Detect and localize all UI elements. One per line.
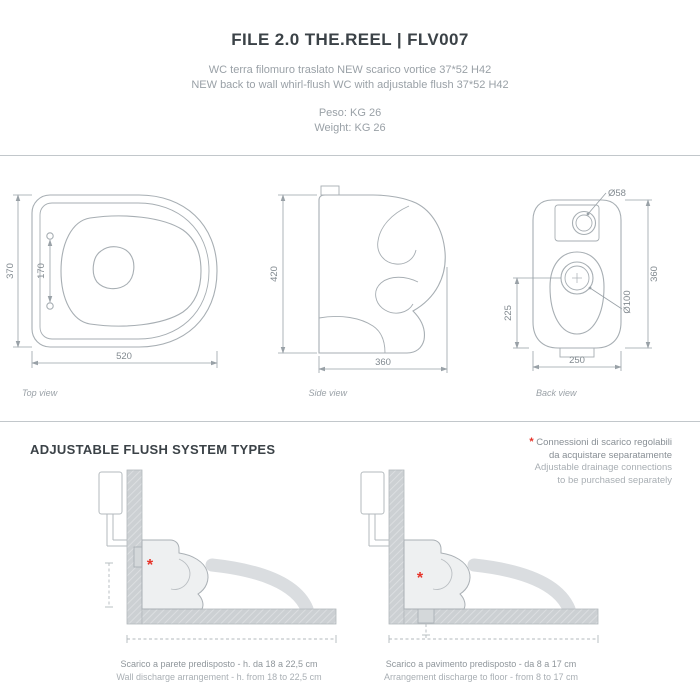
- flush-header-row: ADJUSTABLE FLUSH SYSTEM TYPES * Connessi…: [0, 436, 700, 487]
- note-en-line1: Adjustable drainage connections: [534, 462, 672, 473]
- side-view-label: Side view: [308, 388, 348, 398]
- leader-dot-inlet: [586, 212, 590, 216]
- top-view-label: Top view: [22, 388, 58, 398]
- floor-discharge-diagram: * Scarico a pavimento predisposto - da 8…: [356, 467, 606, 682]
- leader-dot-drain: [588, 286, 592, 290]
- fixing-hole-top: [46, 232, 54, 240]
- toilet-profile: [317, 194, 446, 354]
- divider-top: [0, 155, 700, 156]
- weight-block: Peso: KG 26 Weight: KG 26: [0, 106, 700, 136]
- dim-inlet-58: Ø58: [608, 188, 626, 199]
- drain-hole-inner: [564, 265, 590, 291]
- floor-discharge-drawing: *: [360, 469, 599, 643]
- wall-discharge-drawing: *: [98, 469, 337, 643]
- toilet-outline: [31, 194, 218, 348]
- side-view-drawing: 420 360: [269, 185, 448, 373]
- weight-english: Weight: KG 26: [314, 122, 386, 134]
- flush-section: ADJUSTABLE FLUSH SYSTEM TYPES * Connessi…: [0, 436, 700, 682]
- technical-views: 370 170 520 Top view: [0, 156, 700, 421]
- wall-caption-english: Wall discharge arrangement - h. from 18 …: [116, 672, 322, 682]
- toilet-silhouette: [403, 539, 471, 610]
- drain-detail: [92, 246, 135, 290]
- weight-italian: Peso: KG 26: [318, 107, 382, 119]
- drain-hose: [467, 558, 576, 616]
- note-en-line2: to be purchased separately: [557, 474, 672, 486]
- dim-width-520: 520: [116, 351, 132, 362]
- purchase-note: * Connessioni di scarico regolabili da a…: [529, 436, 672, 487]
- section-heading: ADJUSTABLE FLUSH SYSTEM TYPES: [30, 442, 276, 457]
- divider-middle: [0, 421, 700, 422]
- back-opening: [549, 251, 605, 335]
- fixing-hole-bottom: [46, 302, 54, 310]
- side-view-figure: 420 360 Side view: [261, 172, 471, 398]
- toilet-trap: [170, 558, 191, 590]
- base-foot: [559, 347, 595, 358]
- back-view-drawing: Ø58 360 225 Ø100 250: [503, 188, 660, 371]
- trap-line-upper: [376, 205, 416, 265]
- trap-line-lower: [374, 276, 418, 314]
- floor: [141, 608, 337, 625]
- dim-height-360: 360: [649, 266, 660, 282]
- back-view-label: Back view: [536, 388, 577, 398]
- toilet-silhouette: [141, 539, 209, 610]
- installation-diagrams: * Scarico a parete predisposto - h. da 1…: [0, 467, 700, 682]
- top-view-drawing: 370 170 520: [5, 194, 218, 368]
- outlet-line: [318, 315, 385, 354]
- dim-depth-360: 360: [375, 357, 391, 368]
- connection-marker: *: [417, 570, 424, 587]
- cistern: [98, 471, 123, 515]
- subtitle-english: NEW back to wall whirl-flush WC with adj…: [191, 79, 509, 91]
- inlet-detail: [320, 185, 339, 196]
- dim-height-420: 420: [269, 266, 280, 282]
- toilet-opening: [60, 215, 202, 327]
- cistern: [360, 471, 385, 515]
- toilet-rim: [39, 202, 210, 340]
- note-it-line2: da acquistare separatamente: [548, 449, 672, 461]
- subtitle-block: WC terra filomuro traslato NEW scarico v…: [0, 63, 700, 93]
- product-title: FILE 2.0 THE.REEL | FLV007: [231, 30, 469, 49]
- header: FILE 2.0 THE.REEL | FLV007 WC terra filo…: [0, 0, 700, 136]
- toilet-trap: [432, 558, 453, 590]
- wall-caption-italian: Scarico a parete predisposto - h. da 18 …: [120, 659, 318, 669]
- inlet-hole-inner: [575, 214, 593, 232]
- subtitle-italian: WC terra filomuro traslato NEW scarico v…: [208, 64, 492, 76]
- inlet-recess: [554, 204, 600, 242]
- connection-marker: *: [147, 557, 154, 574]
- inlet-hole-outer: [571, 210, 597, 236]
- back-view-figure: Ø58 360 225 Ø100 250 Back view: [502, 172, 680, 398]
- dim-holes-170: 170: [36, 263, 47, 279]
- dim-width-250: 250: [569, 355, 585, 366]
- dim-depth-370: 370: [5, 263, 16, 279]
- drain-hose: [205, 558, 314, 616]
- note-it-line1: Connessioni di scarico regolabili: [536, 437, 672, 448]
- wall: [388, 469, 405, 625]
- floor-caption-english: Arrangement discharge to floor - from 8 …: [383, 672, 579, 682]
- dim-drain-100: Ø100: [622, 290, 633, 313]
- wall-discharge-diagram: * Scarico a parete predisposto - h. da 1…: [94, 467, 344, 682]
- back-outline: [532, 199, 622, 349]
- floor-caption-italian: Scarico a pavimento predisposto - da 8 a…: [385, 659, 577, 669]
- floor: [403, 608, 599, 625]
- top-view-figure: 370 170 520 Top view: [4, 172, 229, 398]
- note-asterisk: *: [529, 436, 534, 448]
- dim-drain-height-225: 225: [503, 305, 514, 321]
